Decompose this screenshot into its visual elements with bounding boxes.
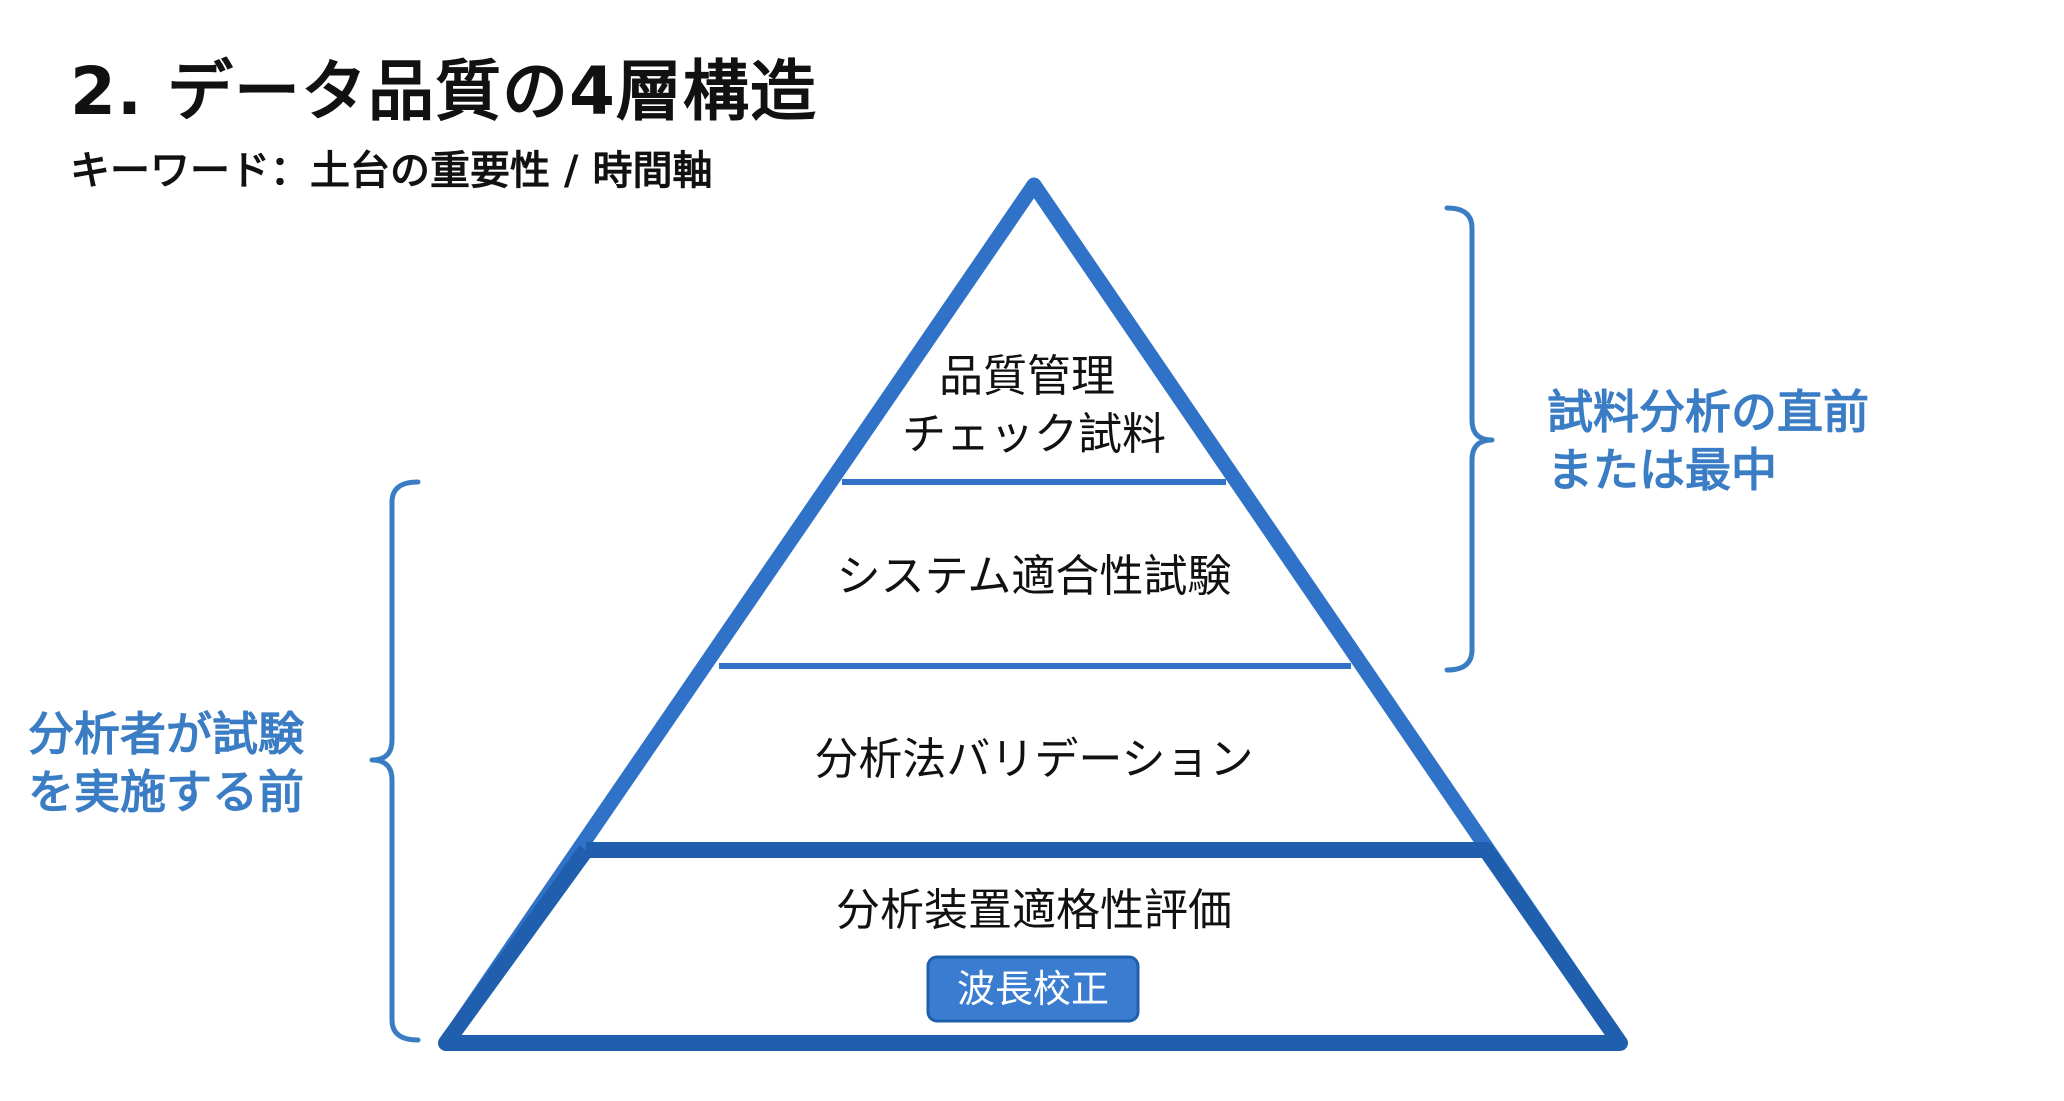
layer-1-line-2: チェック試料 bbox=[902, 409, 1166, 460]
left-bracket bbox=[369, 479, 421, 1043]
layer-2-label: システム適合性試験 bbox=[837, 551, 1232, 602]
base-layer-outline bbox=[438, 842, 1628, 1051]
layer-4-label: 分析装置適格性評価 bbox=[836, 885, 1232, 936]
wavelength-calibration-badge bbox=[926, 955, 1140, 1023]
layer-1-label: 品質管理 チェック試料 bbox=[902, 351, 1166, 460]
left-bracket-line-1: 分析者が試験 bbox=[28, 707, 305, 761]
right-bracket-line-1: 試料分析の直前 bbox=[1547, 385, 1869, 439]
left-bracket-label: 分析者が試験 を実施する前 bbox=[28, 707, 320, 819]
page-title: 2. データ品質の4層構造 bbox=[70, 53, 817, 130]
right-bracket-line-2: または最中 bbox=[1547, 443, 1777, 497]
right-bracket bbox=[1444, 205, 1495, 673]
left-bracket-line-2: を実施する前 bbox=[28, 765, 304, 819]
layer-1-line-1: 品質管理 bbox=[939, 351, 1115, 402]
right-bracket-label: 試料分析の直前 または最中 bbox=[1547, 385, 1885, 497]
badge-label: 波長校正 bbox=[957, 967, 1109, 1011]
page-subtitle: キーワード：土台の重要性 / 時間軸 bbox=[70, 148, 713, 194]
layer-3-label: 分析法バリデーション bbox=[814, 734, 1253, 785]
